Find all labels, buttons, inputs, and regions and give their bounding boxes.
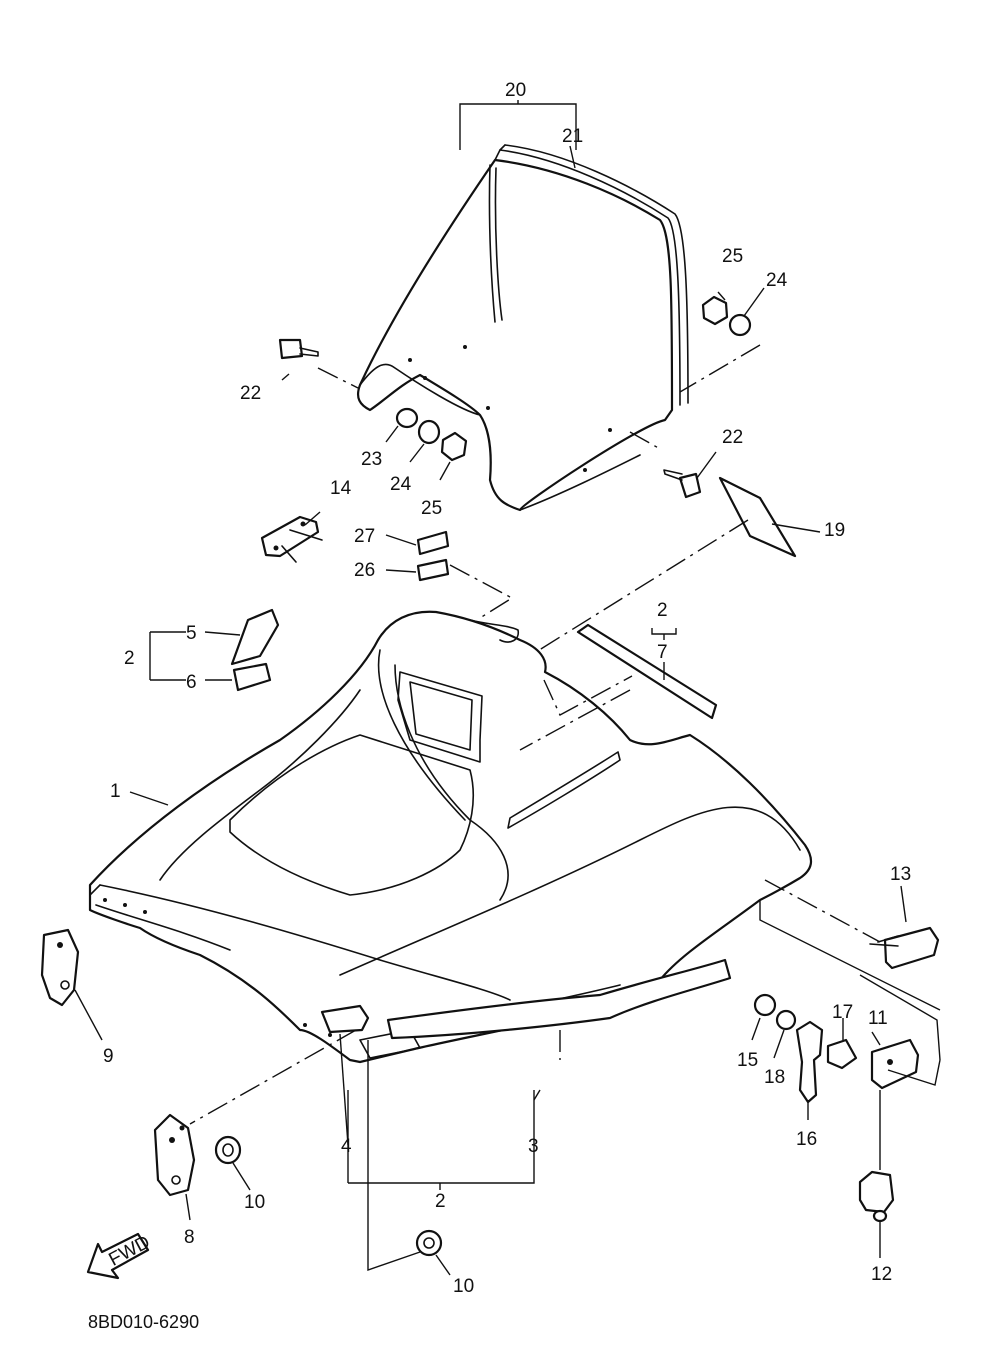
callout-1: 1 xyxy=(110,781,121,802)
callout-2: 2 xyxy=(657,600,668,621)
callout-25: 25 xyxy=(722,246,743,267)
callout-3: 3 xyxy=(528,1136,539,1157)
pad-4-part xyxy=(320,1004,370,1034)
windshield-part xyxy=(356,144,689,512)
diagram-code: 8BD010-6290 xyxy=(88,1312,199,1332)
knob-12-part xyxy=(858,1170,895,1214)
callout-22: 22 xyxy=(240,383,261,404)
callout-9: 9 xyxy=(103,1046,114,1067)
callout-15: 15 xyxy=(737,1050,758,1071)
callout-24: 24 xyxy=(390,474,412,495)
hinge-9-part xyxy=(40,928,80,1007)
callout-25: 25 xyxy=(421,498,442,519)
callout-12: 12 xyxy=(871,1264,892,1285)
callout-2: 2 xyxy=(435,1191,446,1212)
callout-13: 13 xyxy=(890,864,911,885)
bracket-11-part xyxy=(870,1038,920,1090)
hardware-top xyxy=(260,295,797,582)
callout-20: 20 xyxy=(505,80,526,101)
callout-5: 5 xyxy=(186,623,197,644)
callout-18: 18 xyxy=(764,1067,785,1088)
seal-strip-part xyxy=(576,623,718,720)
callout-7: 7 xyxy=(657,642,668,663)
callout-6: 6 xyxy=(186,672,197,693)
callout-4: 4 xyxy=(341,1136,352,1157)
fwd-arrow-icon: FWD xyxy=(86,1232,154,1280)
callout-2: 2 xyxy=(124,648,135,669)
callout-11: 11 xyxy=(868,1008,888,1029)
callout-26: 26 xyxy=(354,560,375,581)
latch-16-part xyxy=(795,1020,824,1104)
callout-27: 27 xyxy=(354,526,375,547)
hinge-13-part xyxy=(883,926,940,970)
callout-10: 10 xyxy=(244,1192,265,1213)
callout-14: 14 xyxy=(330,478,352,499)
callout-22: 22 xyxy=(722,427,743,448)
callout-21: 21 xyxy=(562,126,583,147)
hinge-8-part xyxy=(153,1113,196,1197)
callout-17: 17 xyxy=(832,1002,853,1023)
hood-body-part xyxy=(88,610,813,1064)
callout-19: 19 xyxy=(824,520,845,541)
spacer-17-part xyxy=(826,1038,858,1070)
callout-labels: 20 21 25 24 22 22 23 24 25 14 27 26 19 2… xyxy=(103,80,911,1297)
callout-8: 8 xyxy=(184,1227,195,1248)
strip-3-part xyxy=(386,958,732,1040)
callout-23: 23 xyxy=(361,449,382,470)
callout-24: 24 xyxy=(766,270,788,291)
pad-5-part xyxy=(230,608,280,666)
callout-10: 10 xyxy=(453,1276,474,1297)
leader-lines xyxy=(74,100,941,1276)
center-lines xyxy=(189,344,881,1125)
callout-16: 16 xyxy=(796,1129,817,1150)
pad-6-part xyxy=(232,662,272,692)
